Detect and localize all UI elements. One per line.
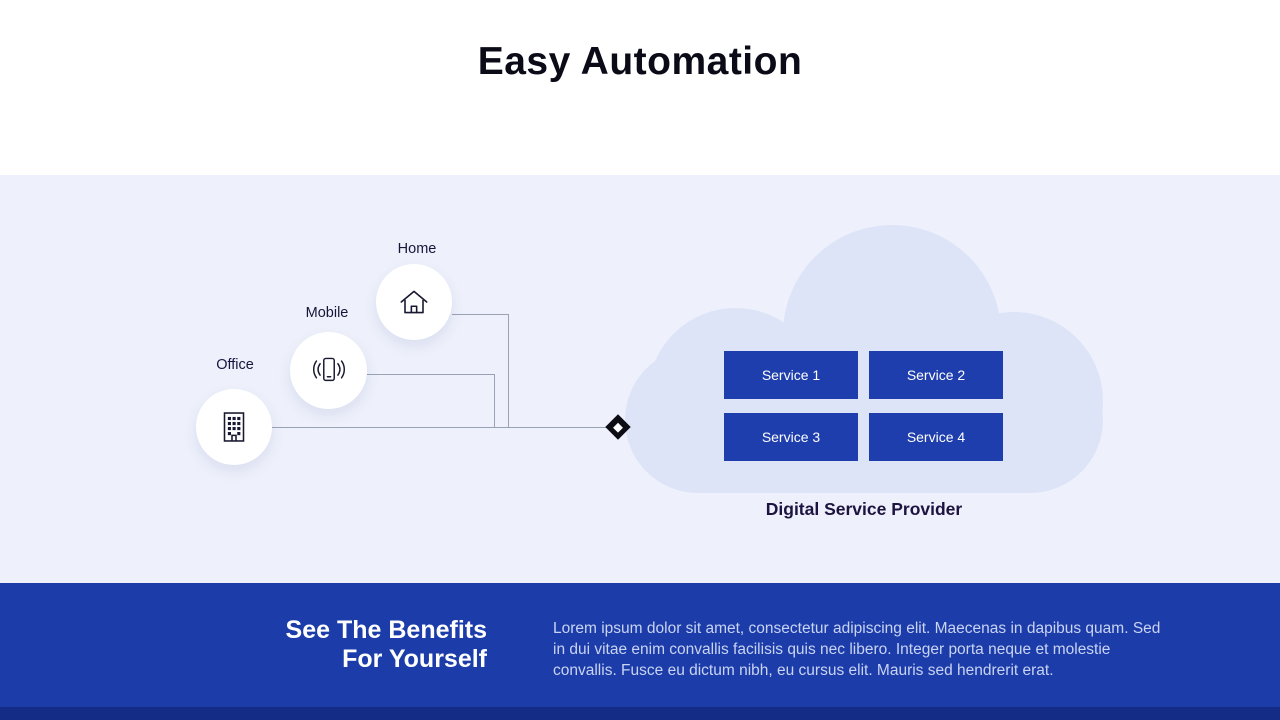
footer-accent-strip — [0, 707, 1280, 720]
connector-line — [494, 374, 495, 427]
node-home — [376, 264, 452, 340]
home-icon — [400, 290, 428, 314]
connector-line — [272, 427, 650, 428]
footer-heading-line2: For Yourself — [342, 645, 487, 673]
cloud-caption: Digital Service Provider — [765, 499, 963, 519]
node-label-mobile: Mobile — [305, 305, 349, 321]
node-label-home: Home — [397, 241, 437, 257]
service-4-button[interactable]: Service 4 — [869, 413, 1003, 461]
connector-line — [367, 374, 495, 375]
service-3-button[interactable]: Service 3 — [724, 413, 858, 461]
footer-body-text: Lorem ipsum dolor sit amet, consectetur … — [553, 620, 1161, 679]
node-label-office: Office — [216, 357, 254, 373]
connector-diamond-center — [613, 422, 623, 432]
office-icon — [223, 412, 245, 442]
page-title: Easy Automation — [477, 40, 803, 83]
service-1-button[interactable]: Service 1 — [724, 351, 858, 399]
mobile-icon — [312, 357, 345, 381]
diagram-section: Service 1 Service 2 Service 3 Service 4 … — [0, 175, 1280, 583]
footer-section: See The Benefits For Yourself Lorem ipsu… — [0, 583, 1280, 707]
connector-line — [508, 314, 509, 427]
node-mobile — [290, 332, 367, 409]
connector-line — [452, 314, 509, 315]
node-office — [196, 389, 272, 465]
footer-heading-line1: See The Benefits — [285, 616, 487, 644]
footer-heading: See The Benefits For Yourself — [150, 616, 487, 674]
cloud-puff — [625, 347, 1103, 493]
service-2-button[interactable]: Service 2 — [869, 351, 1003, 399]
